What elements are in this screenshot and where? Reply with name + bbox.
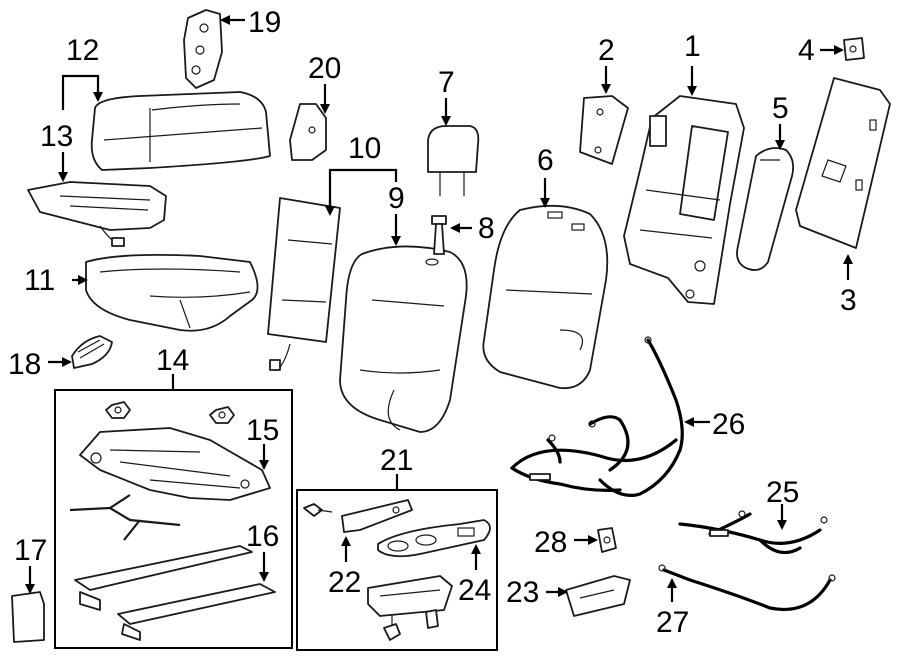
part-5-armrest (736, 147, 795, 271)
callout-5: 5 (772, 92, 789, 125)
callout-4: 4 (798, 34, 815, 67)
callout-15: 15 (246, 414, 279, 447)
callout-18: 18 (8, 348, 41, 381)
part-13-cushion-pad (27, 181, 167, 247)
part-11-cushion-pad (85, 253, 259, 332)
part-16-seat-tracks (74, 545, 276, 641)
callout-16: 16 (246, 520, 279, 553)
callout-24: 24 (458, 574, 491, 607)
callout-23: 23 (506, 576, 539, 609)
callout-19: 19 (248, 6, 281, 39)
callout-20: 20 (308, 52, 341, 85)
callout-28: 28 (534, 526, 567, 559)
part-21-screw (303, 503, 333, 517)
part-9-seatback-cover (339, 245, 468, 433)
callout-26: 26 (712, 408, 745, 441)
part-3-back-board (795, 77, 891, 249)
callout-12: 12 (66, 34, 99, 67)
part-27-cable (658, 564, 836, 611)
callout-9: 9 (388, 182, 405, 215)
part-22-bracket (341, 499, 413, 533)
leader-12 (61, 74, 100, 110)
part-18-side-trim (71, 335, 113, 369)
part-24-cup-holder (377, 519, 491, 558)
part-14-rod (69, 494, 181, 541)
callout-1: 1 (684, 30, 701, 63)
part-25-cable (678, 510, 828, 555)
callout-7: 7 (438, 66, 455, 99)
part-4-clip (843, 37, 865, 61)
callout-17: 17 (14, 534, 47, 567)
part-14-nuts (105, 401, 235, 424)
part-26-cable (510, 336, 684, 497)
part-8-guide (431, 215, 447, 255)
part-21-clip (425, 609, 439, 629)
callout-14: 14 (156, 344, 189, 377)
part-2-side-panel (579, 95, 629, 165)
callout-27: 27 (656, 606, 689, 639)
part-19-hinge-cover (183, 9, 223, 89)
part-21-bolt (383, 614, 401, 641)
part-28-connector (597, 527, 617, 553)
part-10-back-heater (267, 197, 341, 371)
callout-25: 25 (766, 476, 799, 509)
callout-22: 22 (328, 566, 361, 599)
callout-13: 13 (40, 120, 73, 153)
part-1-seatback-frame (623, 95, 745, 305)
part-20-bracket (289, 103, 327, 161)
callout-21: 21 (380, 444, 413, 477)
part-22-lower-housing (367, 575, 453, 617)
callout-8: 8 (478, 212, 495, 245)
part-17-cap (11, 591, 45, 643)
callout-11: 11 (24, 264, 55, 297)
part-23-trim (565, 575, 631, 617)
callout-6: 6 (537, 144, 554, 177)
part-7-headrest (427, 125, 480, 196)
part-12-cushion-cover (90, 91, 271, 171)
leader-10 (328, 168, 398, 212)
part-15-seat-frame (79, 427, 271, 501)
callout-10: 10 (348, 132, 381, 165)
part-6-seatback (482, 204, 609, 390)
callout-2: 2 (598, 34, 615, 67)
callout-3: 3 (840, 284, 857, 317)
